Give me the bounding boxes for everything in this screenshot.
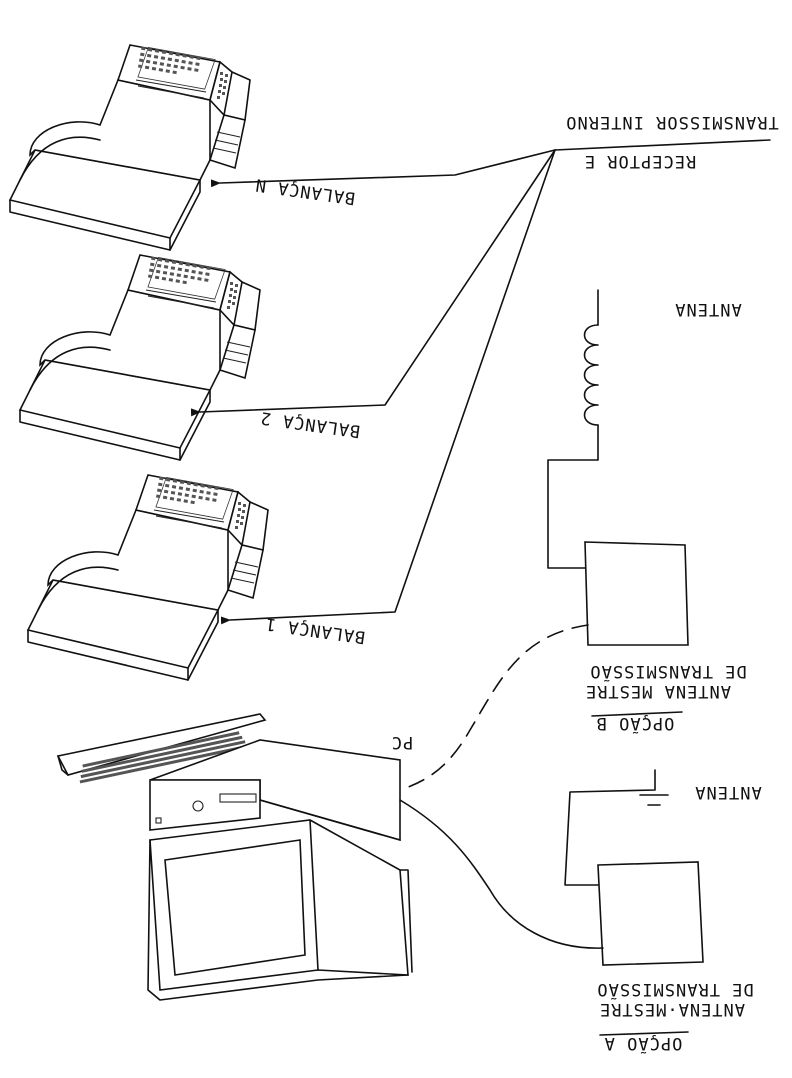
transceiver-label-line2: RECEPTOR E [584, 151, 696, 171]
option-a-title-line1: DE TRANSMISSÃO [596, 979, 753, 1001]
scale-icon [27, 474, 269, 681]
internal-transceiver [190, 139, 771, 625]
option-b-dashed-link [399, 624, 589, 791]
transmitter-box-icon [597, 861, 704, 966]
coil-antenna-icon [547, 289, 599, 569]
stub-antenna-icon [564, 769, 669, 886]
scale-2 [19, 254, 261, 461]
option-b-antenna [547, 289, 599, 569]
option-a-label: OPÇÃO A [604, 1033, 683, 1055]
option-b-antenna-label: ANTENA [674, 299, 741, 319]
transmitter-box-icon [584, 541, 689, 646]
option-a-cable-link [399, 799, 604, 949]
scale-1 [27, 474, 269, 681]
option-b-title-line2: ANTENA MESTRE [585, 681, 731, 701]
scale-n [9, 44, 251, 251]
scale-1-label: BALANÇA 1 [264, 613, 367, 647]
option-b-master-box [584, 541, 689, 646]
computer-icon [56, 713, 413, 1001]
pc-label: PC [391, 732, 413, 752]
pc-computer [56, 713, 413, 1001]
scale-icon [19, 254, 261, 461]
scale-icon [9, 44, 251, 251]
option-a-title-line2: ANTENA·MESTRE [599, 999, 745, 1019]
option-a-antenna [564, 769, 669, 886]
option-a-master-box [597, 861, 704, 966]
scale-2-label: BALANÇA 2 [259, 407, 362, 441]
option-a-antenna-label: ANTENA [694, 782, 761, 802]
option-b-title-line1: DE TRANSMISSÃO [589, 661, 746, 683]
option-b-label: OPÇÃO B [596, 713, 675, 735]
transceiver-label: TRANSMISSOR INTERNO [565, 112, 778, 132]
